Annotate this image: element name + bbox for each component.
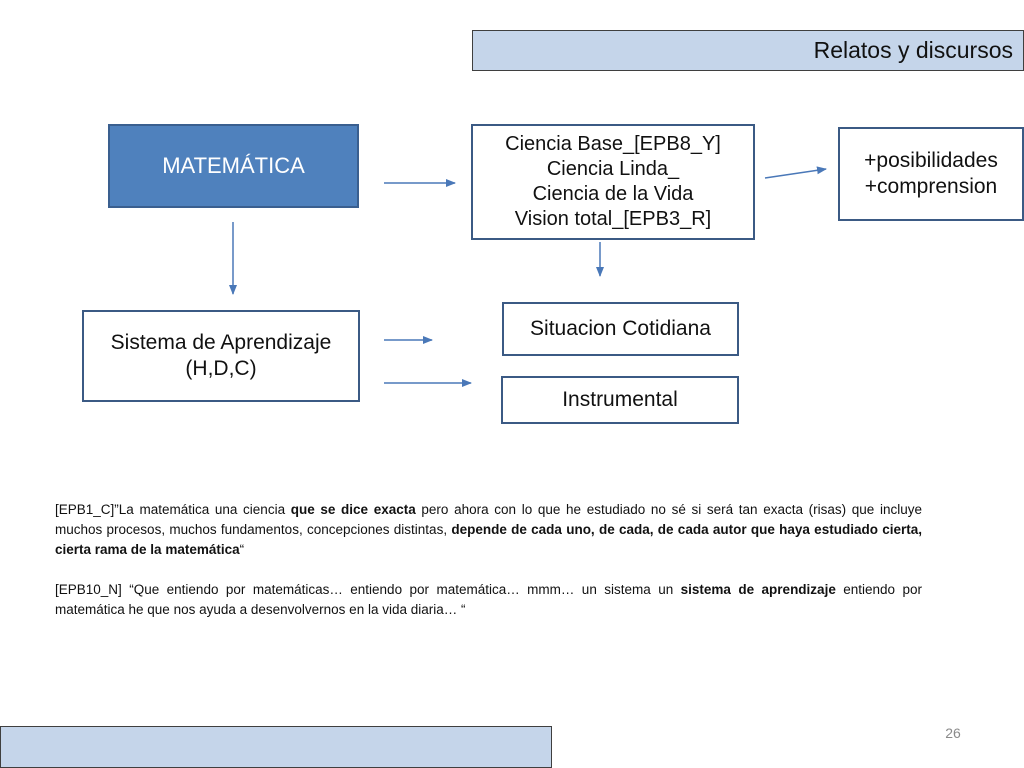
interview-quotes: [EPB1_C]”La matemática una ciencia que s… — [55, 500, 922, 620]
node-ciencia-line: Vision total_[EPB3_R] — [514, 208, 712, 230]
slide-title-bar: Relatos y discursos — [472, 30, 1024, 71]
quote-text: [EPB1_C]”La matemática una ciencia — [55, 502, 291, 517]
node-ciencia: Ciencia Base_[EPB8_Y] Ciencia Linda_ Cie… — [471, 124, 755, 240]
node-instrumental-label: Instrumental — [562, 387, 678, 411]
quote-text-bold: depende de cada uno, de cada, de cada au… — [55, 522, 922, 557]
quote-epb1: [EPB1_C]”La matemática una ciencia que s… — [55, 500, 922, 560]
node-instrumental: Instrumental — [501, 376, 739, 424]
node-posibilidades-line: +comprension — [864, 175, 998, 198]
quote-text: entiendo por matemática he que nos ayuda… — [55, 582, 922, 617]
page-number: 26 — [945, 725, 961, 741]
node-ciencia-line: Ciencia de la Vida — [532, 183, 694, 205]
node-ciencia-line: Ciencia Base_[EPB8_Y] — [505, 133, 721, 155]
node-posibilidades: +posibilidades +comprension — [838, 127, 1024, 221]
quote-epb10: [EPB10_N] “Que entiendo por matemáticas…… — [55, 580, 922, 620]
quote-text: pero ahora con lo que he estudiado no sé… — [55, 502, 922, 537]
quote-text-bold: sistema de aprendizaje — [680, 582, 836, 597]
node-matematica-label: MATEMÁTICA — [162, 153, 305, 179]
quote-text: [EPB10_N] “Que entiendo por matemáticas…… — [55, 582, 681, 597]
node-ciencia-line: Ciencia Linda_ — [546, 158, 680, 180]
arrow-ciencia-to-posibilidades — [764, 166, 827, 179]
footer-bar — [0, 726, 552, 768]
quote-text: “ — [239, 542, 245, 557]
node-matematica: MATEMÁTICA — [108, 124, 359, 208]
quote-text-bold: que se dice exacta — [290, 502, 416, 517]
node-sistema-aprendizaje: Sistema de Aprendizaje (H,D,C) — [82, 310, 360, 402]
node-posibilidades-line: +posibilidades — [864, 148, 998, 172]
slide-title: Relatos y discursos — [813, 37, 1013, 63]
node-situacion-cotidiana: Situacion Cotidiana — [502, 302, 739, 356]
node-sistema-line: Sistema de Aprendizaje — [110, 330, 332, 354]
node-sistema-line: (H,D,C) — [185, 357, 257, 380]
node-situacion-label: Situacion Cotidiana — [530, 316, 711, 340]
